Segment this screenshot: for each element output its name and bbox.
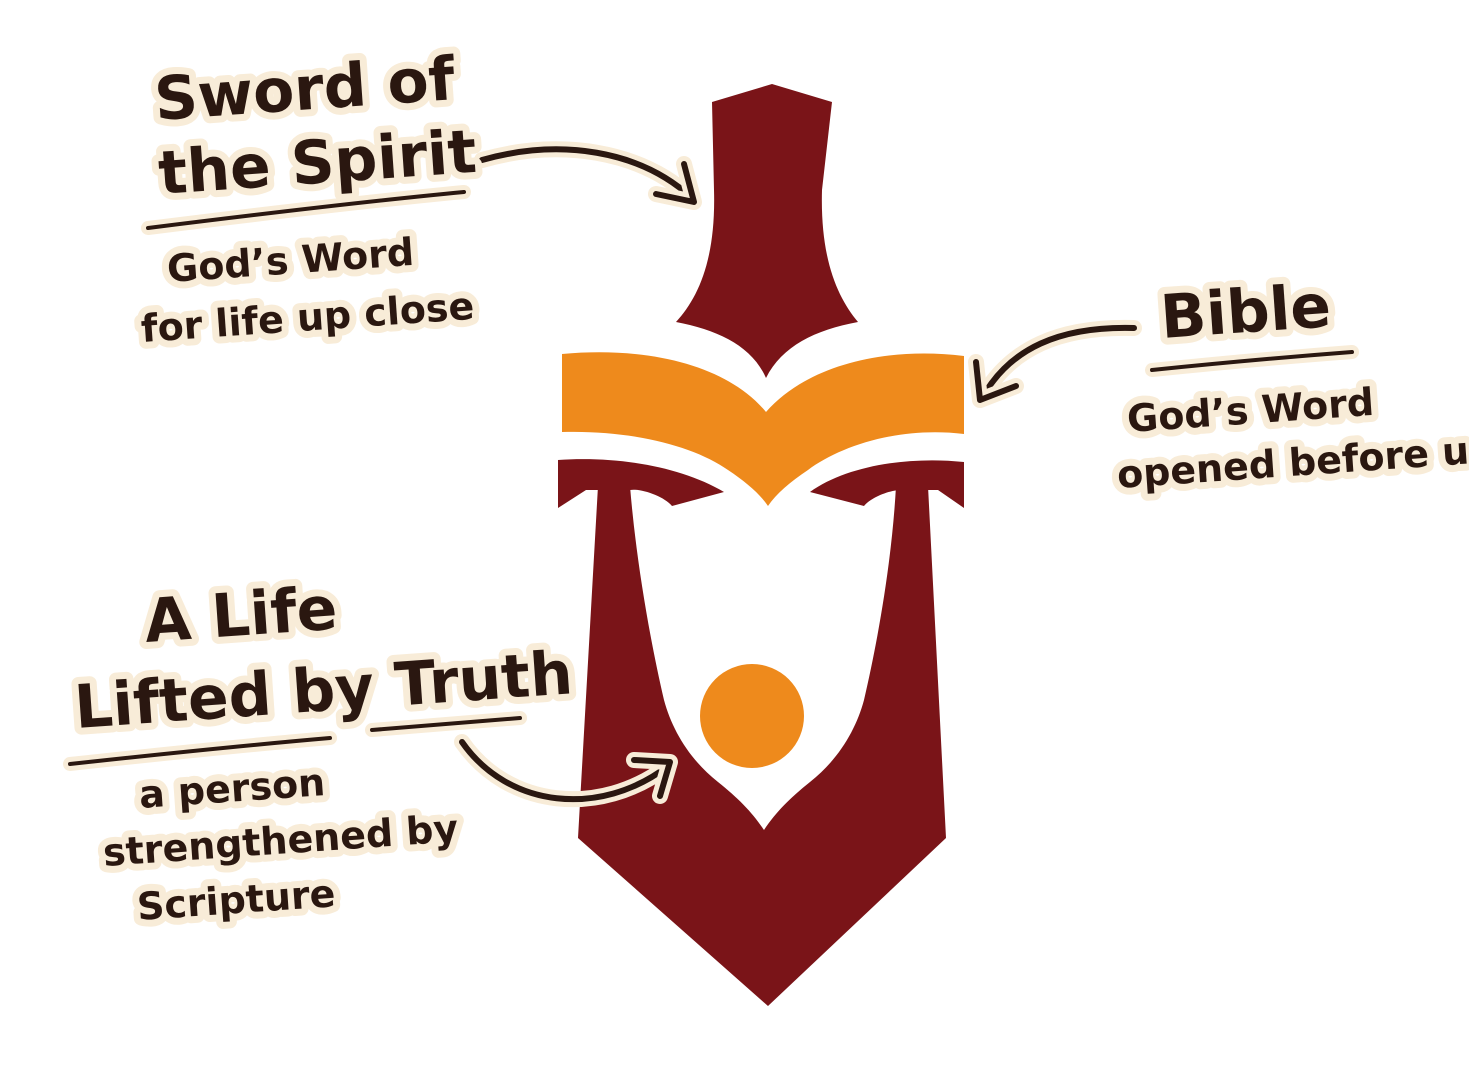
life-desc-line3: Scripture bbox=[136, 871, 337, 929]
arrow-life bbox=[454, 734, 678, 808]
life-title-underline-left bbox=[68, 736, 332, 766]
sword-desc-line1: God’s Word bbox=[166, 230, 416, 291]
open-book-icon bbox=[562, 352, 964, 506]
life-desc-line2: strengthened by bbox=[102, 806, 460, 875]
bible-title: Bible bbox=[1158, 271, 1333, 353]
sword-icon bbox=[676, 84, 858, 378]
emblem bbox=[558, 84, 964, 1006]
person-head-icon bbox=[700, 664, 804, 768]
bible-title-underline bbox=[1150, 350, 1354, 372]
sword-hilt-left bbox=[558, 459, 724, 508]
person-body bbox=[578, 486, 946, 1006]
life-title-underline-right bbox=[370, 716, 522, 732]
sword-desc-line2: for life up close bbox=[140, 284, 476, 351]
sword-hilt-right bbox=[810, 460, 964, 508]
arrow-sword bbox=[474, 141, 702, 210]
arrow-bible bbox=[968, 319, 1142, 408]
label-life: A Life Lifted by Truth a person strength… bbox=[63, 567, 582, 936]
life-desc-line1: a person bbox=[138, 760, 327, 817]
label-sword: Sword of the Spirit God’s Word for life … bbox=[133, 37, 486, 358]
life-title-line1: A Life bbox=[142, 574, 339, 657]
bible-desc-line1: God’s Word bbox=[1126, 380, 1376, 441]
label-bible: Bible God’s Word opened before us bbox=[1109, 264, 1469, 504]
sword-title-underline bbox=[146, 190, 466, 230]
